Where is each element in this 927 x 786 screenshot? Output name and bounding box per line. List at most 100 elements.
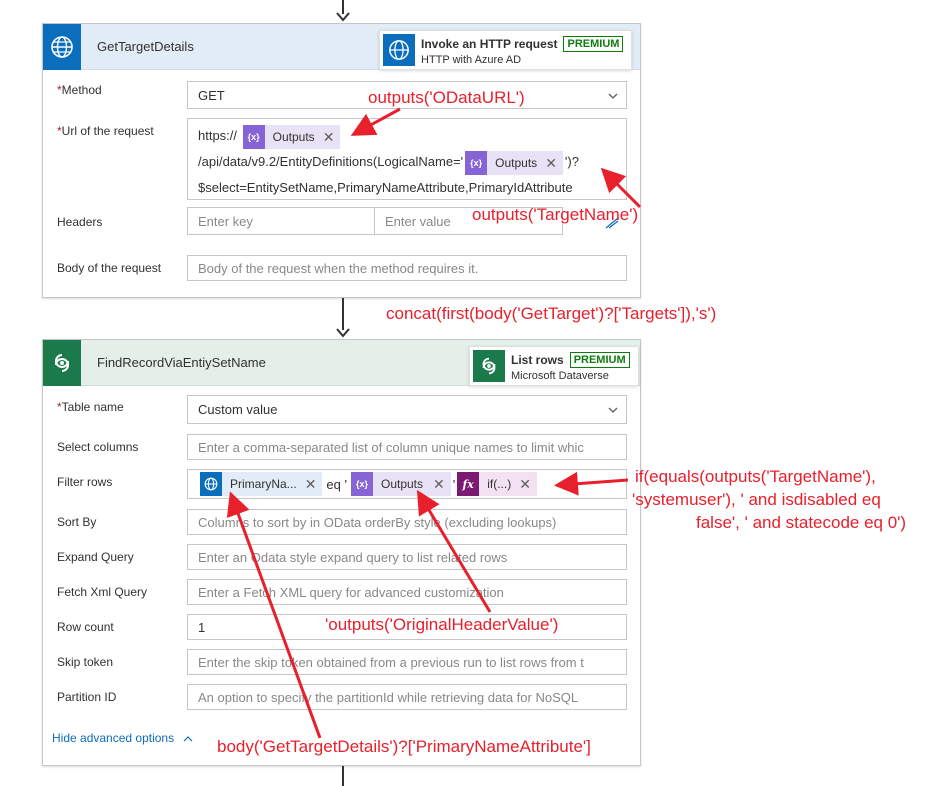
outputs-token[interactable]: {x} Outputs ✕ [350, 472, 451, 496]
connector-name: Invoke an HTTP request [421, 37, 558, 51]
http-action-title[interactable]: GetTargetDetails [97, 39, 194, 54]
flow-connector-top [342, 0, 344, 14]
globe-icon [43, 23, 81, 70]
filter-rows-input[interactable]: PrimaryNa... ✕ eq ' {x} Outputs ✕ ' fx if(..… [187, 469, 627, 499]
sort-by-label: Sort By [57, 515, 97, 529]
switch-mode-icon[interactable] [605, 217, 619, 229]
url-query: $select=EntitySetName,PrimaryNameAttribu… [198, 180, 573, 195]
url-label: *Url of the request [57, 124, 154, 138]
flow-connector-middle [342, 298, 344, 330]
close-icon[interactable]: ✕ [545, 154, 557, 171]
body-input[interactable]: Body of the request when the method requ… [187, 255, 627, 281]
variable-icon: {x} [242, 124, 265, 149]
hide-advanced-label: Hide advanced options [52, 731, 175, 745]
variable-icon: {x} [465, 150, 488, 175]
list-rows-action-title[interactable]: FindRecordViaEntiySetName [97, 355, 266, 370]
expand-query-placeholder: Enter an Odata style expand query to lis… [198, 549, 508, 565]
row-count-label: Row count [57, 620, 114, 634]
table-name-label: *Table name [57, 400, 124, 414]
annotation-if-line2: 'systemuser'), ' and isdisabled eq [632, 490, 881, 509]
http-connector-badge: Invoke an HTTP request PREMIUM HTTP with… [379, 30, 633, 70]
dataverse-connector-badge: List rows PREMIUM Microsoft Dataverse [469, 346, 639, 386]
url-input[interactable]: https:// {x} Outputs ✕ /api/data/v9.2/Enti… [187, 118, 627, 200]
close-icon[interactable]: ✕ [322, 128, 335, 145]
fetch-xml-placeholder: Enter a Fetch XML query for advanced cus… [198, 584, 504, 600]
header-key-placeholder: Enter key [198, 213, 253, 229]
chevron-up-icon [184, 735, 193, 742]
method-select[interactable]: GET [187, 81, 627, 109]
row-count-value: 1 [198, 619, 206, 635]
token-label: Outputs [272, 129, 315, 144]
variable-icon: {x} [350, 472, 373, 496]
method-value: GET [198, 87, 225, 103]
globe-icon [200, 472, 222, 496]
http-action-card[interactable]: GetTargetDetails Invoke an HTTP request … [42, 23, 641, 298]
sort-by-input[interactable]: Columns to sort by in OData orderBy styl… [187, 509, 627, 535]
annotation-if-line3: false', ' and statecode eq 0') [696, 513, 907, 532]
premium-badge: PREMIUM [569, 352, 630, 368]
select-columns-placeholder: Enter a comma-separated list of column u… [198, 439, 584, 455]
header-value-placeholder: Enter value [385, 213, 451, 229]
token-label: Outputs [380, 477, 424, 491]
annotation-header-value: 'outputs('OriginalHeaderValue') [325, 615, 559, 634]
annotation-if-line1: if(equals(outputs('TargetName'), [635, 467, 876, 486]
close-icon[interactable]: ✕ [304, 475, 317, 492]
dataverse-icon [473, 350, 505, 382]
filter-text-quote: ' [452, 476, 456, 492]
globe-icon [383, 34, 415, 66]
dataverse-icon [43, 339, 81, 386]
partition-id-label: Partition ID [57, 690, 117, 704]
outputs-token[interactable]: {x} Outputs ✕ [242, 124, 341, 149]
arrow-down-icon [336, 328, 350, 338]
skip-token-input[interactable]: Enter the skip token obtained from a pre… [187, 649, 627, 675]
select-columns-input[interactable]: Enter a comma-separated list of column u… [187, 434, 627, 460]
table-name-value: Custom value [198, 402, 278, 417]
list-rows-action-header[interactable]: FindRecordViaEntiySetName List rows PREM… [43, 339, 640, 386]
table-name-select[interactable]: Custom value [187, 395, 627, 424]
header-key-input[interactable]: Enter key [187, 207, 375, 235]
annotation-target-name: outputs('TargetName') [472, 205, 639, 224]
connector-subtitle: HTTP with Azure AD [421, 54, 522, 66]
annotation-primary-name: body('GetTargetDetails')?['PrimaryNameAt… [217, 737, 591, 756]
header-value-input[interactable]: Enter value [374, 207, 563, 235]
sort-by-placeholder: Columns to sort by in OData orderBy styl… [198, 514, 557, 530]
fetch-xml-label: Fetch Xml Query [57, 585, 148, 599]
skip-token-placeholder: Enter the skip token obtained from a pre… [198, 654, 584, 670]
annotation-concat: concat(first(body('GetTarget')?['Targets… [386, 304, 717, 323]
flow-connector-bottom [342, 766, 344, 786]
url-path-suffix: ')? [564, 154, 579, 169]
function-icon: fx [457, 472, 480, 496]
token-label: Outputs [495, 155, 538, 170]
method-label: *Method [57, 83, 102, 97]
expand-query-input[interactable]: Enter an Odata style expand query to lis… [187, 544, 627, 570]
connector-subtitle: Microsoft Dataverse [511, 370, 609, 382]
annotation-odata-url: outputs('ODataURL') [368, 88, 525, 107]
fetch-xml-input[interactable]: Enter a Fetch XML query for advanced cus… [187, 579, 627, 605]
body-placeholder: Body of the request when the method requ… [198, 260, 479, 276]
url-prefix: https:// [198, 128, 238, 143]
close-icon[interactable]: ✕ [519, 475, 531, 492]
select-columns-label: Select columns [57, 440, 139, 454]
arrow-down-icon [336, 12, 350, 22]
token-label: PrimaryNa... [230, 477, 297, 491]
filter-text-eq: eq ' [326, 476, 347, 492]
body-label: Body of the request [57, 261, 162, 275]
premium-badge: PREMIUM [563, 36, 624, 52]
partition-id-placeholder: An option to specify the partitionId whi… [198, 689, 579, 705]
url-path: /api/data/v9.2/EntityDefinitions(Logical… [198, 154, 464, 169]
skip-token-label: Skip token [57, 655, 114, 669]
hide-advanced-options-link[interactable]: Hide advanced options [52, 731, 193, 745]
chevron-down-icon [608, 407, 618, 413]
token-label: if(...) [487, 477, 512, 491]
expand-query-label: Expand Query [57, 550, 134, 564]
chevron-down-icon [608, 93, 618, 99]
list-rows-action-card[interactable]: FindRecordViaEntiySetName List rows PREM… [42, 339, 641, 766]
primary-name-token[interactable]: PrimaryNa... ✕ [200, 472, 323, 496]
outputs-token[interactable]: {x} Outputs ✕ [465, 150, 563, 175]
partition-id-input[interactable]: An option to specify the partitionId whi… [187, 684, 627, 710]
filter-rows-label: Filter rows [57, 475, 113, 489]
headers-label: Headers [57, 215, 103, 229]
close-icon[interactable]: ✕ [432, 475, 445, 492]
if-expression-token[interactable]: fx if(...) ✕ [457, 472, 537, 496]
http-action-header[interactable]: GetTargetDetails Invoke an HTTP request … [43, 23, 640, 70]
